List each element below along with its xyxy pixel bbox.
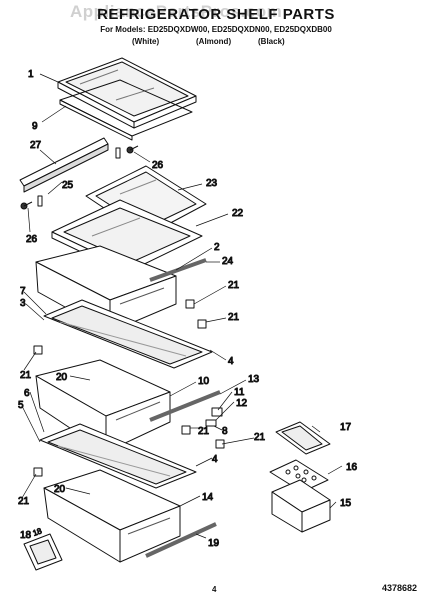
callout-25: 25	[62, 180, 74, 191]
watermark: AppliancePartsPros.com	[70, 2, 283, 21]
color-white: (White)	[132, 37, 160, 46]
page-title: REFRIGERATOR SHELF PARTS	[97, 6, 335, 23]
part-18-decal	[23, 533, 63, 571]
callout-17: 17	[340, 422, 352, 433]
page-number: 4	[212, 585, 217, 594]
callout-21c: 21	[20, 370, 32, 381]
leader-lines	[21, 73, 343, 539]
callout-4b: 4	[212, 454, 218, 465]
part-15-egg-bin	[271, 479, 331, 533]
callout-8: 8	[222, 426, 228, 437]
callout-4a: 4	[228, 356, 234, 367]
part-23-glass-shelf	[85, 165, 207, 237]
part-24-rod	[149, 258, 207, 282]
part-14-meat-drawer	[43, 469, 181, 563]
callout-7: 7	[20, 286, 26, 297]
callout-22: 22	[232, 208, 244, 219]
part-19-rod	[145, 522, 217, 558]
callout-2: 2	[214, 242, 220, 253]
callout-9: 9	[32, 121, 38, 132]
callout-18: 18	[20, 530, 32, 541]
part-5-crisper-cover-frame	[39, 423, 197, 489]
callout-26b: 26	[26, 234, 38, 245]
callout-12: 12	[236, 398, 248, 409]
callout-10: 10	[198, 376, 210, 387]
callout-21f: 21	[18, 496, 30, 507]
callout-23: 23	[206, 178, 218, 189]
color-almond: (Almond)	[196, 37, 232, 46]
callout-21e: 21	[254, 432, 266, 443]
part-13-rod	[149, 390, 221, 422]
callout-24: 24	[222, 256, 234, 267]
callout-21d: 21	[198, 426, 210, 437]
callout-21a: 21	[228, 280, 240, 291]
callout-14: 14	[202, 492, 214, 503]
callout-26: 26	[152, 160, 164, 171]
models-line: For Models: ED25DQXDW00, ED25DQXDN00, ED…	[100, 25, 332, 34]
callout-27: 27	[30, 140, 42, 151]
part-11-12-hinges	[205, 407, 223, 427]
callout-6: 6	[24, 388, 30, 399]
callout-13: 13	[248, 374, 260, 385]
part-21-clips	[33, 299, 225, 477]
callout-11: 11	[234, 387, 245, 398]
diagram-code: 4378682	[382, 583, 418, 593]
callout-1: 1	[28, 69, 34, 80]
part-9-shelf-frame	[59, 79, 193, 141]
callout-20b: 20	[54, 484, 66, 495]
decal-label: 18	[32, 526, 44, 538]
callout-3: 3	[20, 298, 26, 309]
callout-5: 5	[18, 400, 24, 411]
callout-19: 19	[208, 538, 220, 549]
part-27-shelf-rail	[19, 137, 109, 193]
part-7-crisper-cover-frame	[43, 299, 213, 369]
color-black: (Black)	[258, 37, 285, 46]
callouts: 1 9 27 26 25 23 22 26 2 24 7 3 21 21 4 2…	[18, 69, 359, 550]
callout-15: 15	[340, 498, 352, 509]
part-17-egg-tray-cover	[275, 421, 331, 455]
callout-16: 16	[346, 462, 358, 473]
callout-21b: 21	[228, 312, 240, 323]
callout-20a: 20	[56, 372, 68, 383]
part-26-screws	[20, 145, 139, 210]
part-1-top-shelf	[57, 57, 197, 129]
